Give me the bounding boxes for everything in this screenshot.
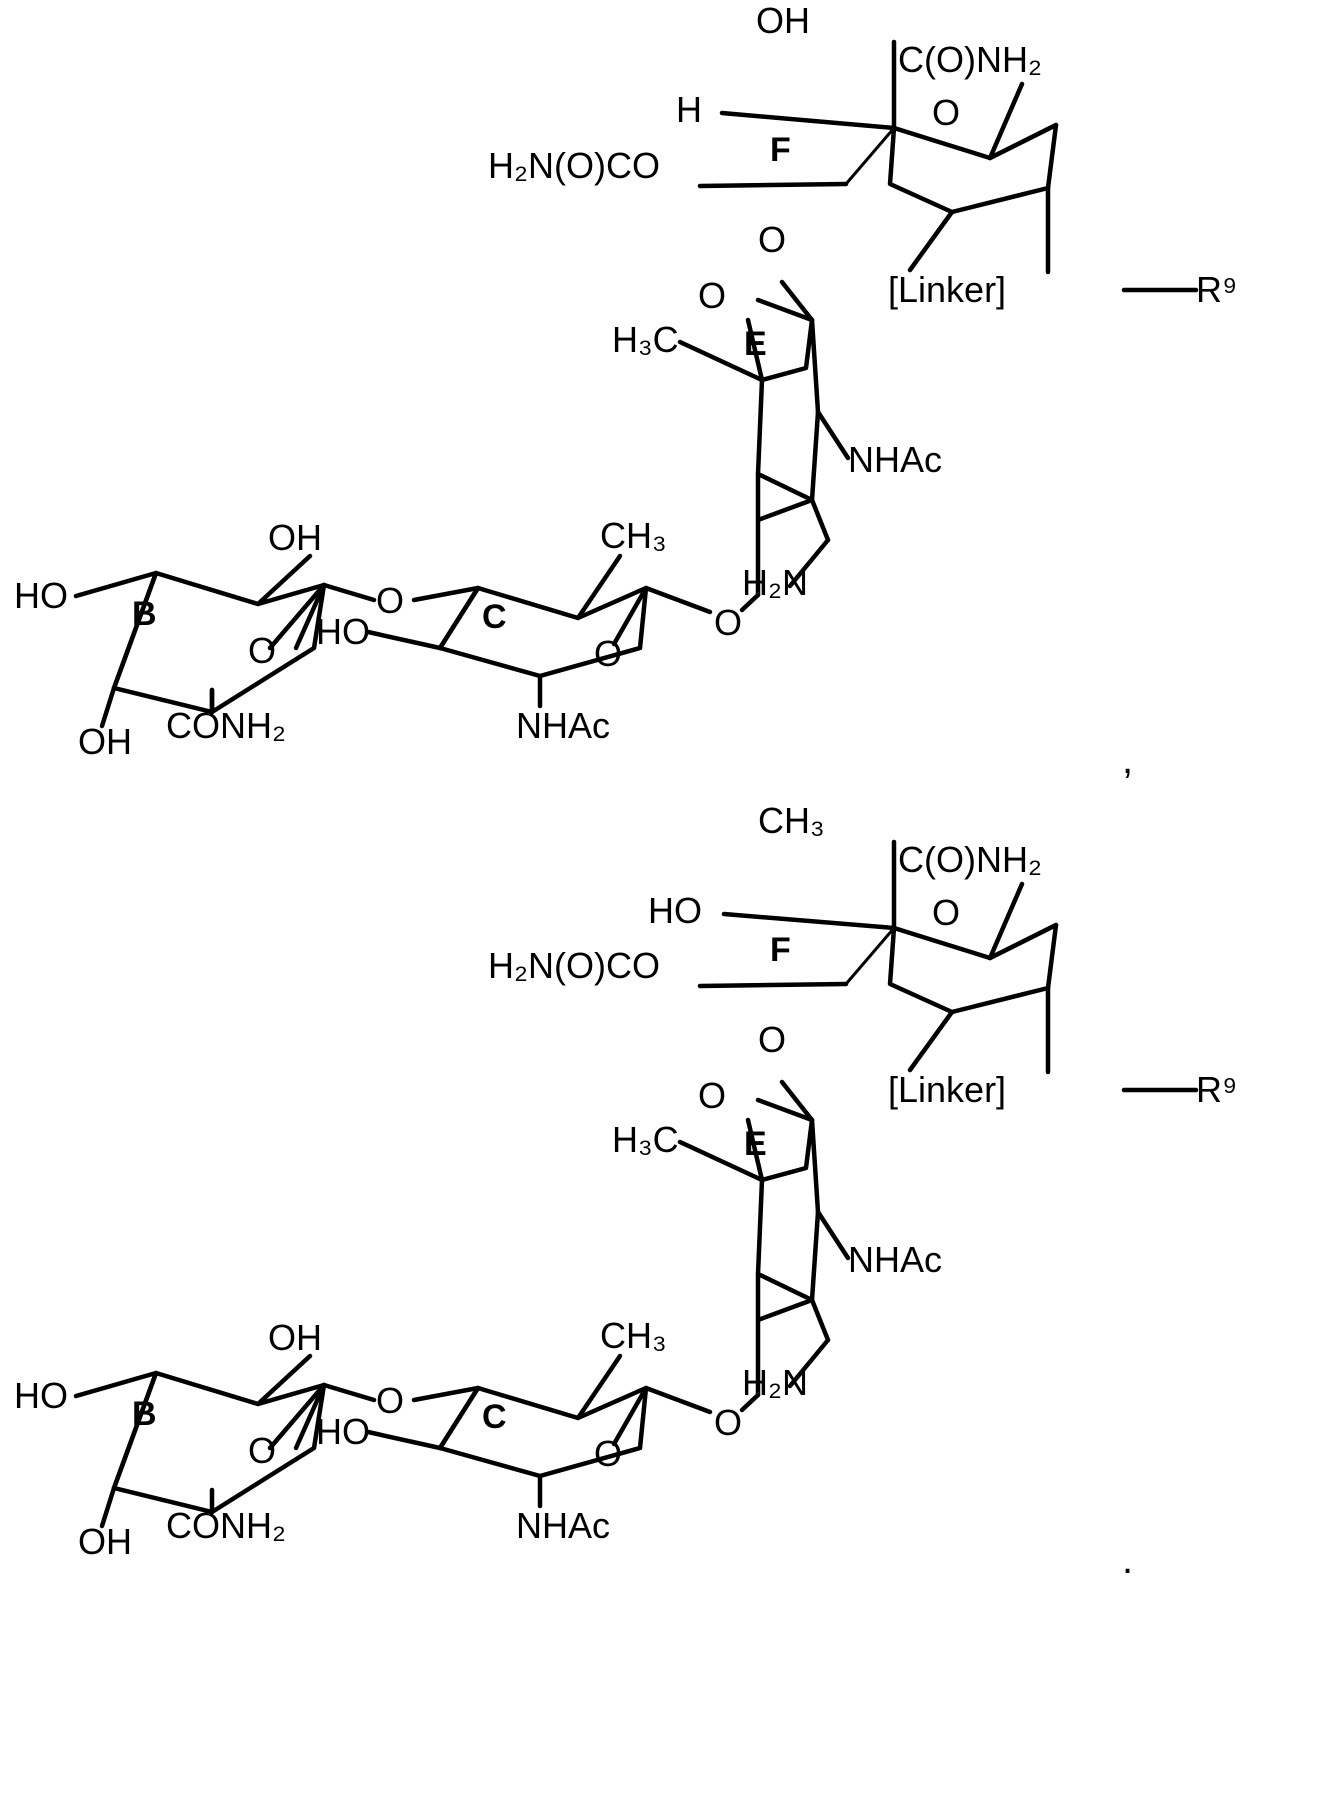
label-b-ho-s2: HO (14, 1375, 68, 1416)
label-bc-glycosidic-oxygen-s2: O (376, 1380, 405, 1421)
label-b-ring-oxygen-s1: O (248, 630, 277, 671)
label-e-amine-s2: H₂N (742, 1362, 808, 1403)
label-c-ho-s2: HO (316, 1411, 370, 1452)
separator-period: . (1122, 1538, 1134, 1582)
label-f-carboxamide-s2: C(O)NH₂ (898, 839, 1042, 880)
label-e-amine-s1: H₂N (742, 562, 808, 603)
label-f-hydroxyl-s1: OH (756, 0, 810, 41)
label-c-acetamido-s2: NHAc (516, 1505, 611, 1546)
label-e-methyl-s1: H₃C (612, 319, 679, 360)
label-b-hydroxyl-top-s2: OH (268, 1317, 322, 1358)
label-b-hydroxyl-top-s1: OH (268, 517, 322, 558)
label-e-methyl-s2: H₃C (612, 1119, 679, 1160)
label-c-acetamido-s1: NHAc (516, 705, 611, 746)
label-e-ring-oxygen-s2: O (698, 1075, 727, 1116)
label-c-ho-s1: HO (316, 611, 370, 652)
label-ce-glycosidic-oxygen-s1: O (714, 602, 743, 643)
label-c-methyl-s1: CH₃ (600, 515, 667, 556)
label-e-acetamido-s1: NHAc (848, 439, 943, 480)
label-f-carbamoyloxy-s2: H₂N(O)CO (488, 945, 660, 986)
ring-label-c-s2: C (482, 1398, 507, 1436)
label-ef-glycosidic-oxygen-s1: O (758, 219, 787, 260)
label-linker-s2: [Linker] (888, 1069, 1007, 1110)
label-b-hydroxyl-bottom-s2: OH (78, 1521, 132, 1562)
label-b-ho-s1: HO (14, 575, 68, 616)
label-ef-glycosidic-oxygen-s2: O (758, 1019, 787, 1060)
label-c-ring-oxygen-s1: O (594, 633, 623, 674)
label-b-hydroxyl-bottom-s1: OH (78, 721, 132, 762)
label-f-carboxamide-s1: C(O)NH₂ (898, 39, 1042, 80)
label-bc-glycosidic-oxygen-s1: O (376, 580, 405, 621)
ring-label-b-s1: B (132, 595, 157, 633)
ring-label-f-s1: F (770, 131, 791, 169)
label-f-ho-s2: HO (648, 890, 702, 931)
ring-label-b-s2: B (132, 1395, 157, 1433)
label-f-carbamoyloxy-s1: H₂N(O)CO (488, 145, 660, 186)
label-e-acetamido-s2: NHAc (848, 1239, 943, 1280)
separator-comma: , (1122, 738, 1134, 782)
label-b-carboxamide-s1: CONH₂ (166, 705, 286, 746)
label-ce-glycosidic-oxygen-s2: O (714, 1402, 743, 1443)
label-linker-s1: [Linker] (888, 269, 1007, 310)
label-f-ring-oxygen-s1: O (932, 92, 961, 133)
ring-label-e-s1: E (744, 325, 767, 363)
ring-label-e-s2: E (744, 1125, 767, 1163)
ring-label-f-s2: F (770, 931, 791, 969)
label-r9-s2: R⁹ (1196, 1069, 1238, 1110)
label-c-methyl-s2: CH₃ (600, 1315, 667, 1356)
label-e-ring-oxygen-s1: O (698, 275, 727, 316)
label-f-methyl-s2: CH₃ (758, 800, 825, 841)
label-f-hydrogen-s1: H (676, 89, 702, 130)
label-f-ring-oxygen-s2: O (932, 892, 961, 933)
label-c-ring-oxygen-s2: O (594, 1433, 623, 1474)
label-r9-s1: R⁹ (1196, 269, 1238, 310)
ring-label-c-s1: C (482, 598, 507, 636)
label-b-ring-oxygen-s2: O (248, 1430, 277, 1471)
label-b-carboxamide-s2: CONH₂ (166, 1505, 286, 1546)
